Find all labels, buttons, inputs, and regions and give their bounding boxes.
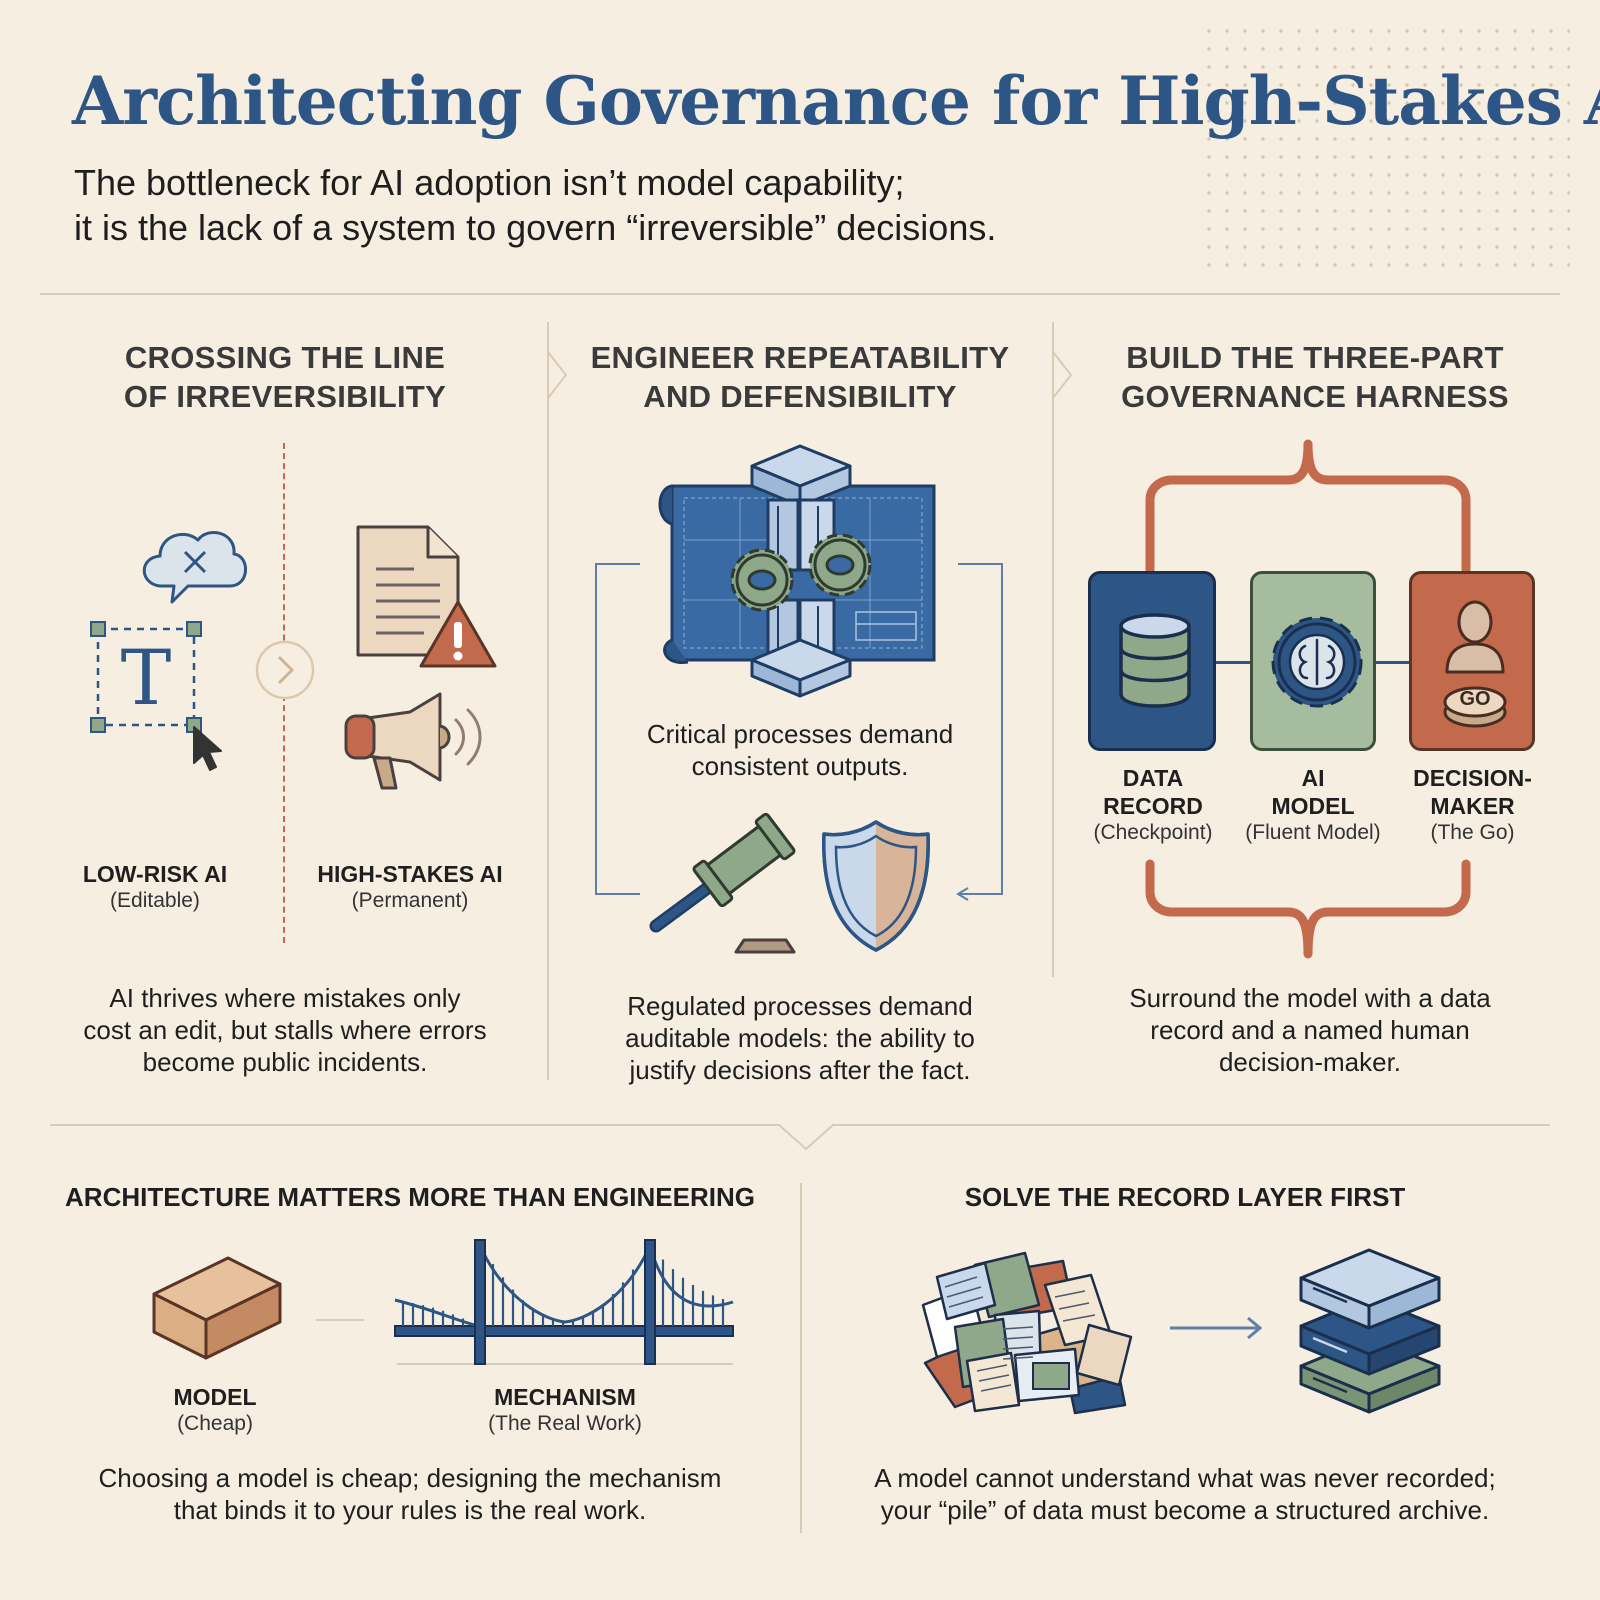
page-title: Architecting Governance for High-Stakes … bbox=[72, 62, 1600, 140]
paper-pile-icon bbox=[921, 1251, 1133, 1415]
panel2-mid-text: Critical processes demand consistent out… bbox=[646, 719, 954, 781]
ai-model-card bbox=[1250, 571, 1376, 751]
model-label: MODEL (Cheap) bbox=[173, 1384, 257, 1435]
database-icon bbox=[1119, 613, 1191, 708]
feedback-bracket bbox=[595, 563, 1003, 901]
page-subtitle: The bottleneck for AI adoption isn’t mod… bbox=[74, 162, 997, 248]
text-glyph: T bbox=[120, 633, 172, 722]
ai-model-label: AI MODEL (Fluent Model) bbox=[1245, 765, 1381, 844]
bottom-brace bbox=[1145, 859, 1471, 959]
connector-1 bbox=[1216, 661, 1250, 664]
stacked-layers-icon bbox=[1299, 1248, 1441, 1414]
shield-icon bbox=[822, 820, 930, 952]
megaphone-icon bbox=[344, 692, 482, 790]
decision-maker-card: GO bbox=[1409, 571, 1535, 751]
blueprint-pillars-icon bbox=[658, 444, 936, 698]
top-divider bbox=[40, 293, 1560, 295]
person-icon bbox=[1445, 600, 1505, 674]
speech-bubble-x-icon bbox=[142, 531, 247, 604]
high-stakes-label: HIGH-STAKES AI (Permanent) bbox=[317, 861, 503, 912]
middle-divider-right bbox=[832, 1124, 1550, 1126]
document-icon bbox=[356, 525, 460, 657]
warning-icon bbox=[419, 600, 497, 668]
data-record-card bbox=[1088, 571, 1216, 751]
panel5-heading: SOLVE THE RECORD LAYER FIRST bbox=[964, 1182, 1406, 1212]
panel3-body: Surround the model with a data record an… bbox=[1129, 983, 1491, 1077]
panel3-heading: BUILD THE THREE-PART GOVERNANCE HARNESS bbox=[1121, 340, 1509, 414]
go-label: GO bbox=[1459, 688, 1491, 710]
brick-bridge-connector bbox=[316, 1319, 364, 1321]
mechanism-label: MECHANISM (The Real Work) bbox=[488, 1384, 642, 1435]
chevron-right-icon bbox=[255, 640, 315, 700]
text-cursor-icon bbox=[90, 621, 222, 771]
chevron-divider-2 bbox=[1052, 351, 1073, 399]
panel1-heading: CROSSING THE LINE OF IRREVERSIBILITY bbox=[123, 340, 447, 414]
chevron-divider-1 bbox=[547, 351, 568, 399]
gears-icon bbox=[730, 533, 872, 612]
bottom-column-divider bbox=[800, 1183, 802, 1533]
panel4-heading: ARCHITECTURE MATTERS MORE THAN ENGINEERI… bbox=[65, 1182, 755, 1212]
column-divider-2 bbox=[1052, 322, 1054, 977]
bridge-icon bbox=[394, 1239, 734, 1365]
panel2-heading: ENGINEER REPEATABILITY AND DEFENSIBILITY bbox=[590, 340, 1010, 414]
dot-pattern bbox=[1200, 22, 1570, 272]
panel1-body: AI thrives where mistakes only cost an e… bbox=[83, 983, 487, 1077]
decision-maker-label: DECISION- MAKER (The Go) bbox=[1413, 765, 1532, 844]
gavel-icon bbox=[649, 812, 796, 954]
middle-divider-notch bbox=[778, 1124, 834, 1151]
panel2-body: Regulated processes demand auditable mod… bbox=[625, 991, 975, 1085]
arrow-right-icon bbox=[1170, 1316, 1263, 1340]
data-record-label: DATA RECORD (Checkpoint) bbox=[1093, 765, 1213, 844]
middle-divider-left bbox=[50, 1124, 780, 1126]
low-risk-label: LOW-RISK AI (Editable) bbox=[82, 861, 228, 912]
column-divider-1 bbox=[547, 322, 549, 1080]
brick-icon bbox=[152, 1256, 282, 1360]
top-brace bbox=[1145, 439, 1471, 581]
connector-2 bbox=[1375, 661, 1409, 664]
brain-gear-icon bbox=[1271, 616, 1363, 708]
go-button-icon bbox=[1443, 686, 1507, 728]
panel4-body: Choosing a model is cheap; designing the… bbox=[98, 1463, 722, 1525]
panel5-body: A model cannot understand what was never… bbox=[874, 1463, 1496, 1525]
